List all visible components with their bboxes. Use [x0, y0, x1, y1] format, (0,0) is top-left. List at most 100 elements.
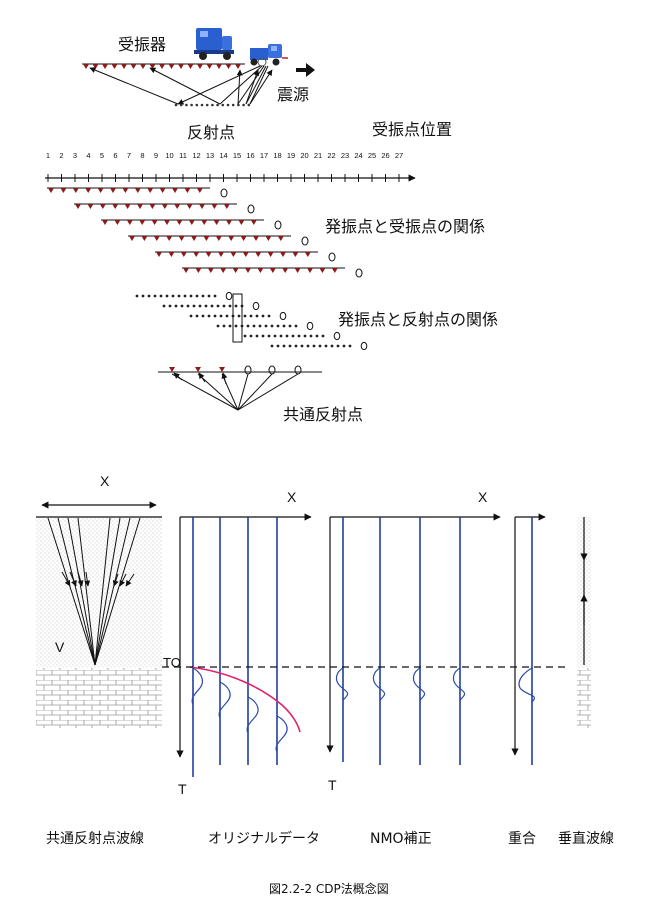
receiver-triangle-icon [219, 367, 225, 372]
receiver-triangle-icon [168, 64, 175, 69]
receiver-triangle-icon [92, 64, 99, 69]
source-truck-icon [250, 44, 288, 67]
position-number: 19 [287, 151, 295, 160]
reflection-dot [291, 334, 295, 338]
receiver-triangle-icon [153, 236, 160, 241]
reflection-dot [242, 103, 245, 107]
spread-staircase [47, 187, 363, 278]
caption-common-reflection-ray: 共通反射点波線 [46, 831, 144, 847]
receiver-triangle-icon [196, 188, 203, 193]
source-circle [252, 301, 260, 311]
receiver-triangle-icon [331, 268, 338, 273]
reflection-dot [258, 324, 262, 328]
receiver-triangle-icon [206, 64, 213, 69]
position-number: 21 [314, 151, 322, 160]
receiver-triangle-icon [307, 268, 313, 273]
receiver-triangle-icon [255, 252, 262, 257]
common-reflection-point-label: 共通反射点 [283, 405, 363, 424]
receiver-triangle-icon [147, 188, 154, 193]
reflection-dot [255, 314, 259, 318]
reflection-dot [228, 304, 232, 308]
original-data-panel: X TO T [163, 489, 312, 797]
receiver-triangle-icon [137, 204, 143, 209]
reflection-dot [249, 314, 253, 318]
receiver-triangle-icon [156, 252, 162, 257]
reflection-dot [177, 294, 181, 298]
receiver-triangle-icon [159, 64, 165, 69]
reflection-dot [225, 314, 229, 318]
reflection-dot [228, 324, 232, 328]
reflection-dot [195, 294, 199, 298]
caption-stack: 重合 [508, 831, 536, 847]
t-label-original: T [178, 781, 187, 797]
vertical-ray-panel [577, 517, 591, 728]
receiver-label: 受振器 [118, 35, 166, 54]
reflection-dot [243, 334, 247, 338]
reflection-dot [282, 324, 286, 328]
reflection-dot [267, 334, 271, 338]
receiver-triangle-icon [110, 188, 116, 193]
receiver-triangle-icon [87, 204, 94, 209]
position-number: 18 [273, 151, 281, 160]
receiver-triangle-icon [60, 188, 67, 193]
reflection-dot [276, 324, 280, 328]
source-circle [220, 188, 228, 198]
position-number: 16 [246, 151, 254, 160]
reflection-dot [200, 103, 204, 107]
position-number: 9 [154, 151, 158, 160]
reflection-dot [234, 304, 238, 308]
receiver-triangle-icon [166, 236, 173, 241]
receiver-triangle-icon [124, 204, 131, 209]
receiver-triangle-icon [216, 64, 222, 69]
position-number: 22 [327, 151, 335, 160]
original-traces [192, 517, 278, 777]
position-number: 8 [140, 151, 144, 160]
seismic-panels: X V X [36, 473, 614, 847]
reflection-points [174, 103, 251, 107]
reflection-dot [294, 324, 298, 328]
reflection-dot [342, 344, 346, 348]
receiver-triangle-icon [159, 188, 166, 193]
receiver-triangle-icon [265, 236, 272, 241]
receiver-triangle-icon [48, 188, 54, 193]
reflection-dot [222, 324, 226, 328]
receiver-triangle-icon [183, 268, 189, 273]
reflection-dot [216, 304, 220, 308]
reflection-dot [247, 103, 251, 107]
reflection-dot [135, 294, 139, 298]
receiver-triangle-icon [207, 268, 214, 273]
velocity-label: V [55, 639, 65, 655]
reflection-dot [261, 334, 265, 338]
reflection-dot [297, 334, 301, 338]
position-number: 20 [300, 151, 308, 160]
receiver-triangle-icon [226, 220, 232, 225]
x-label-model: X [100, 473, 110, 489]
reflection-dot [219, 314, 223, 318]
reflection-dot [222, 304, 226, 308]
reflection-dot [195, 103, 199, 107]
reflection-dot [318, 344, 322, 348]
reflection-dot [195, 314, 199, 318]
caption-original-data: オリジナルデータ [208, 830, 320, 847]
position-number: 10 [165, 151, 173, 160]
reflection-dot [162, 304, 166, 308]
reflection-dot [267, 314, 271, 318]
receiver-triangle-icon [218, 252, 224, 257]
position-number: 4 [86, 151, 90, 160]
reflection-dot [336, 344, 340, 348]
receiver-triangle-icon [99, 204, 106, 209]
x-label-nmo: X [478, 489, 488, 505]
receiver-triangle-icon [129, 236, 135, 241]
reflection-dot [207, 294, 211, 298]
reflection-dot [207, 314, 211, 318]
t-label-nmo: T [328, 777, 337, 793]
receiver-triangle-icon [180, 252, 187, 257]
receiver-triangle-icon [257, 268, 264, 273]
stacked-wavelet [518, 667, 535, 703]
receiver-triangle-icon [75, 204, 81, 209]
receiver-triangle-icon [269, 268, 276, 273]
figure-caption: 図2.2-2 CDP法概念図 [269, 881, 389, 896]
receiver-triangle-icon [151, 220, 158, 225]
